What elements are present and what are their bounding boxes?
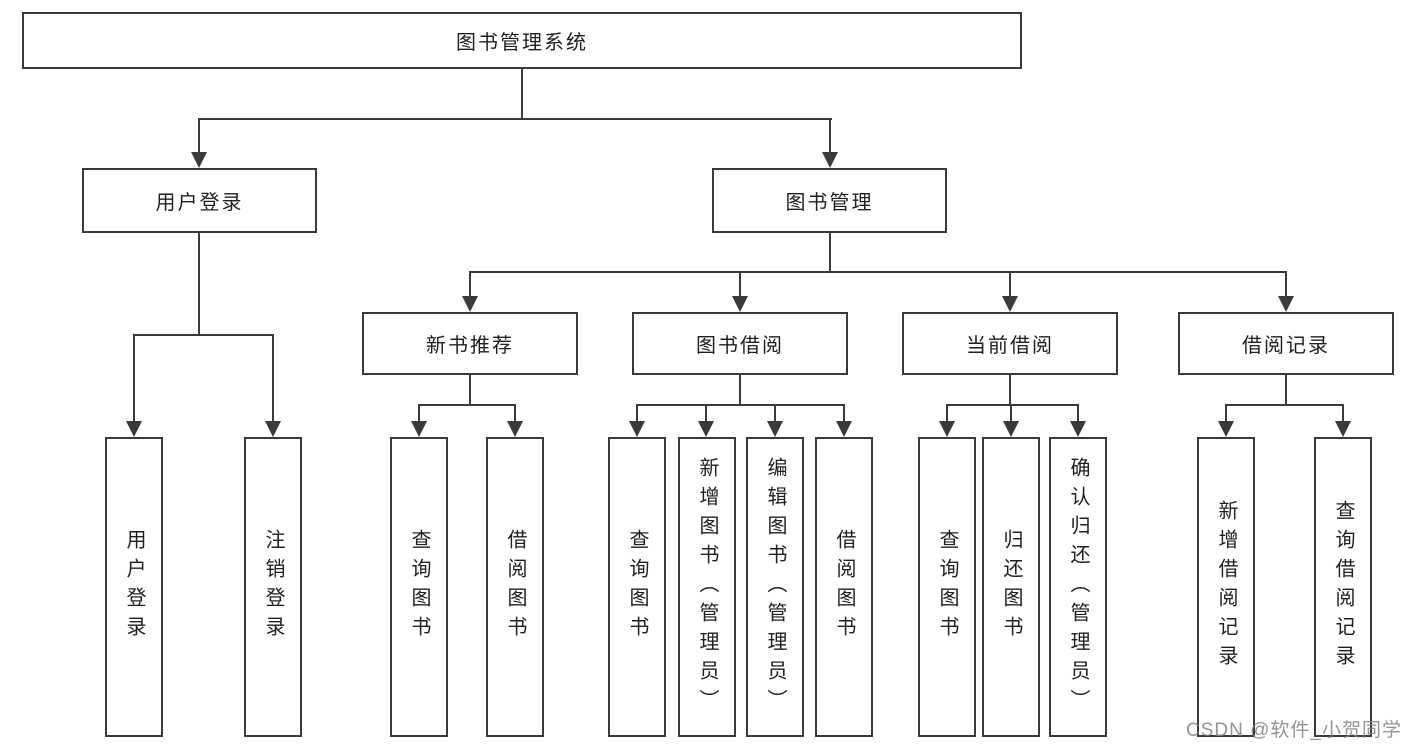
leaf-label: 用户登录 bbox=[123, 529, 145, 645]
leaf-logout: 注销登录 bbox=[244, 437, 302, 737]
connector-line bbox=[829, 231, 831, 272]
leaf-label: 确认归还（管理员） bbox=[1067, 456, 1089, 718]
node-new-book-recommendation: 新书推荐 bbox=[362, 312, 578, 375]
node-book-borrowing: 图书借阅 bbox=[632, 312, 848, 375]
leaf-label: 查询图书 bbox=[408, 529, 430, 645]
leaf-borrow-books-borrowing: 借阅图书 bbox=[815, 437, 873, 737]
leaf-add-borrow-record: 新增借阅记录 bbox=[1197, 437, 1255, 737]
connector-line bbox=[521, 67, 523, 119]
node-label: 新书推荐 bbox=[426, 335, 514, 357]
connector-line bbox=[1009, 373, 1011, 405]
node-label: 当前借阅 bbox=[966, 335, 1054, 357]
connector-line bbox=[418, 404, 516, 406]
leaf-edit-book-admin: 编辑图书（管理员） bbox=[746, 437, 804, 737]
connector-line bbox=[636, 404, 845, 406]
connector-line bbox=[469, 373, 471, 405]
leaf-label: 查询图书 bbox=[626, 529, 648, 645]
leaf-borrow-books-recommend: 借阅图书 bbox=[486, 437, 544, 737]
leaf-query-borrow-record: 查询借阅记录 bbox=[1314, 437, 1372, 737]
leaf-user-login: 用户登录 bbox=[105, 437, 163, 737]
leaf-label: 新增图书（管理员） bbox=[696, 456, 718, 718]
leaf-add-book-admin: 新增图书（管理员） bbox=[678, 437, 736, 737]
leaf-label: 借阅图书 bbox=[504, 529, 526, 645]
connector-line bbox=[133, 334, 274, 336]
leaf-query-books-borrowing: 查询图书 bbox=[608, 437, 666, 737]
node-library-management-system: 图书管理系统 bbox=[22, 12, 1022, 69]
node-label: 图书管理系统 bbox=[456, 32, 588, 54]
connector-line bbox=[1285, 373, 1287, 405]
node-label: 图书管理 bbox=[785, 192, 874, 214]
csdn-watermark: CSDN @软件_小贺同学 bbox=[1186, 720, 1402, 741]
connector-line bbox=[198, 118, 832, 120]
leaf-query-books-current: 查询图书 bbox=[918, 437, 976, 737]
node-label: 图书借阅 bbox=[696, 335, 784, 357]
leaf-confirm-return-admin: 确认归还（管理员） bbox=[1049, 437, 1107, 737]
leaf-label: 查询图书 bbox=[936, 529, 958, 645]
leaf-label: 编辑图书（管理员） bbox=[764, 456, 786, 718]
leaf-label: 新增借阅记录 bbox=[1215, 500, 1237, 674]
leaf-label: 借阅图书 bbox=[833, 529, 855, 645]
node-user-login: 用户登录 bbox=[82, 168, 317, 233]
node-label: 用户登录 bbox=[155, 192, 244, 214]
leaf-label: 查询借阅记录 bbox=[1332, 500, 1354, 674]
connector-line bbox=[946, 404, 1079, 406]
node-borrowing-records: 借阅记录 bbox=[1178, 312, 1394, 375]
connector-line bbox=[739, 373, 741, 405]
node-current-borrowing: 当前借阅 bbox=[902, 312, 1118, 375]
leaf-label: 注销登录 bbox=[262, 529, 284, 645]
connector-line bbox=[1225, 404, 1344, 406]
node-label: 借阅记录 bbox=[1242, 335, 1330, 357]
connector-line bbox=[198, 231, 200, 335]
connector-line bbox=[469, 271, 1287, 273]
leaf-return-book: 归还图书 bbox=[982, 437, 1040, 737]
leaf-label: 归还图书 bbox=[1000, 529, 1022, 645]
node-book-management: 图书管理 bbox=[712, 168, 947, 233]
leaf-query-books-recommend: 查询图书 bbox=[390, 437, 448, 737]
